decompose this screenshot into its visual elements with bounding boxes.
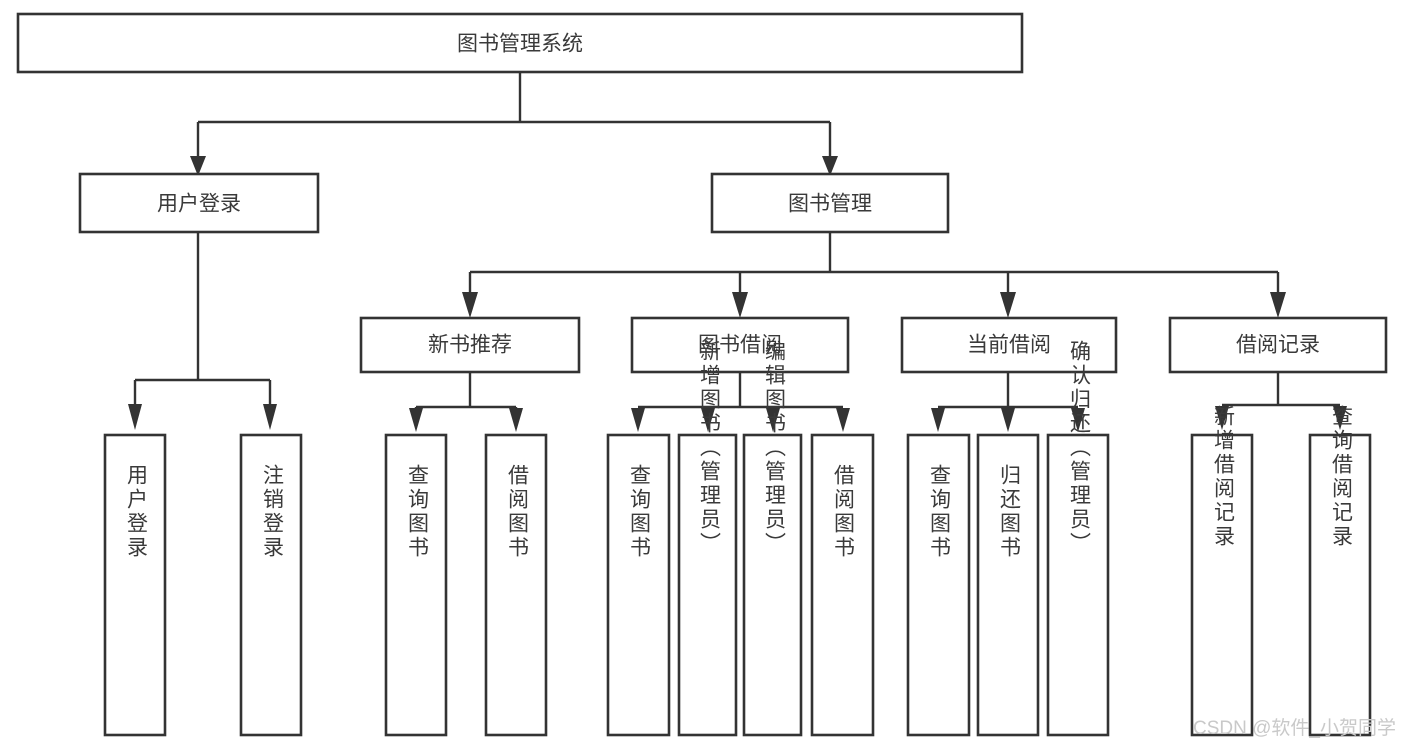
leaf-node[interactable]: 新增借阅记录 [1190, 405, 1254, 737]
leaf-node[interactable]: 借阅图书 [484, 433, 548, 737]
arrow-head-leaf-current-2 [1001, 408, 1015, 432]
leaf-node[interactable]: 新增图书（管理员） [677, 340, 738, 737]
leaf-book-borrow-2-label: 新增图书（管理员） [698, 340, 722, 556]
leaf-book-borrow-3-box[interactable] [742, 433, 803, 737]
node-current-borrow-label: 当前借阅 [967, 334, 1051, 357]
leaf-node[interactable]: 查询图书 [384, 433, 448, 737]
arrow-head-user-login [190, 156, 206, 176]
leaf-current-3-label: 确认归还（管理员） [1068, 340, 1092, 556]
arrow-head-leaf-book-borrow-2 [701, 408, 715, 432]
arrow-head-book-manage [822, 156, 838, 176]
arrow-head-leaf-user-login-2 [263, 404, 277, 430]
leaf-record-1-box[interactable] [1190, 433, 1254, 737]
arrow-head-leaf-current-1 [931, 408, 945, 432]
leaf-user-login-2-label: 注销登录 [261, 464, 285, 560]
leaf-current-2-label: 归还图书 [998, 464, 1022, 560]
leaf-node[interactable]: 注销登录 [239, 433, 303, 737]
node-borrow-record[interactable]: 借阅记录 [1168, 316, 1388, 374]
node-current-borrow-box[interactable] [900, 316, 1118, 374]
arrow-head-leaf-book-borrow-4 [836, 408, 850, 432]
node-new-book-recommend[interactable]: 新书推荐 [359, 316, 581, 374]
node-user-login-label: 用户登录 [157, 193, 241, 216]
leaf-node[interactable]: 用户登录 [103, 433, 167, 737]
leaf-node[interactable]: 归还图书 [976, 433, 1040, 737]
leaf-node[interactable]: 查询图书 [606, 433, 671, 737]
node-root[interactable]: 图书管理系统 [16, 12, 1024, 74]
node-user-login-box[interactable] [78, 172, 320, 234]
leaf-user-login-2-box[interactable] [239, 433, 303, 737]
leaf-node[interactable]: 查询借阅记录 [1308, 405, 1372, 737]
arrow-head-book-borrow [732, 292, 748, 318]
arrow-head-leaf-book-borrow-1 [631, 408, 645, 432]
node-borrow-record-label: 借阅记录 [1236, 334, 1320, 357]
arrow-head-leaf-new-book-1 [409, 408, 423, 432]
leaf-record-2-box[interactable] [1308, 433, 1372, 737]
leaf-node[interactable]: 查询图书 [906, 433, 971, 737]
leaf-node[interactable]: 确认归还（管理员） [1046, 340, 1110, 737]
leaf-new-book-2-box[interactable] [484, 433, 548, 737]
arrow-head-leaf-book-borrow-3 [766, 408, 780, 432]
node-book-borrow[interactable]: 图书借阅 [630, 316, 850, 374]
node-user-login[interactable]: 用户登录 [78, 172, 320, 234]
node-new-book-recommend-box[interactable] [359, 316, 581, 374]
leaf-book-borrow-1-box[interactable] [606, 433, 671, 737]
leaf-new-book-1-label: 查询图书 [406, 464, 430, 560]
node-book-manage[interactable]: 图书管理 [710, 172, 950, 234]
leaf-record-2-label: 查询借阅记录 [1330, 405, 1354, 549]
leaf-user-login-1-label: 用户登录 [125, 464, 149, 560]
connector-layer [128, 72, 1347, 432]
arrow-head-borrow-record [1270, 292, 1286, 318]
arrow-head-leaf-record-1 [1215, 406, 1229, 430]
arrow-head-leaf-current-3 [1071, 408, 1085, 432]
arrow-head-leaf-record-2 [1333, 406, 1347, 430]
node-book-manage-box[interactable] [710, 172, 950, 234]
leaf-current-1-box[interactable] [906, 433, 971, 737]
leaf-book-borrow-4-label: 借阅图书 [832, 464, 856, 560]
arrow-head-current-borrow [1000, 292, 1016, 318]
leaf-book-borrow-1-label: 查询图书 [628, 464, 652, 560]
leaf-current-3-box[interactable] [1046, 433, 1110, 737]
node-root-label: 图书管理系统 [457, 33, 583, 56]
leaf-current-2-box[interactable] [976, 433, 1040, 737]
node-new-book-recommend-label: 新书推荐 [428, 334, 512, 357]
leaf-book-borrow-2-box[interactable] [677, 433, 738, 737]
node-book-borrow-box[interactable] [630, 316, 850, 374]
node-book-borrow-label: 图书借阅 [698, 334, 782, 357]
node-root-box[interactable] [16, 12, 1024, 74]
leaf-book-borrow-4-box[interactable] [810, 433, 875, 737]
node-borrow-record-box[interactable] [1168, 316, 1388, 374]
leaf-new-book-1-box[interactable] [384, 433, 448, 737]
leaf-current-1-label: 查询图书 [928, 464, 952, 560]
leaf-node[interactable]: 借阅图书 [810, 433, 875, 737]
arrow-head-leaf-new-book-2 [509, 408, 523, 432]
csdn-watermark: CSDN @软件_小贺同学 [1193, 717, 1396, 739]
node-book-manage-label: 图书管理 [788, 193, 872, 216]
leaf-user-login-1-box[interactable] [103, 433, 167, 737]
leaf-record-1-label: 新增借阅记录 [1212, 405, 1236, 549]
leaf-new-book-2-label: 借阅图书 [506, 464, 530, 560]
arrow-head-new-book [462, 292, 478, 318]
leaf-node[interactable]: 编辑图书（管理员） [742, 340, 803, 737]
leaf-book-borrow-3-label: 编辑图书（管理员） [763, 340, 787, 556]
arrow-head-leaf-user-login-1 [128, 404, 142, 430]
node-current-borrow[interactable]: 当前借阅 [900, 316, 1118, 374]
